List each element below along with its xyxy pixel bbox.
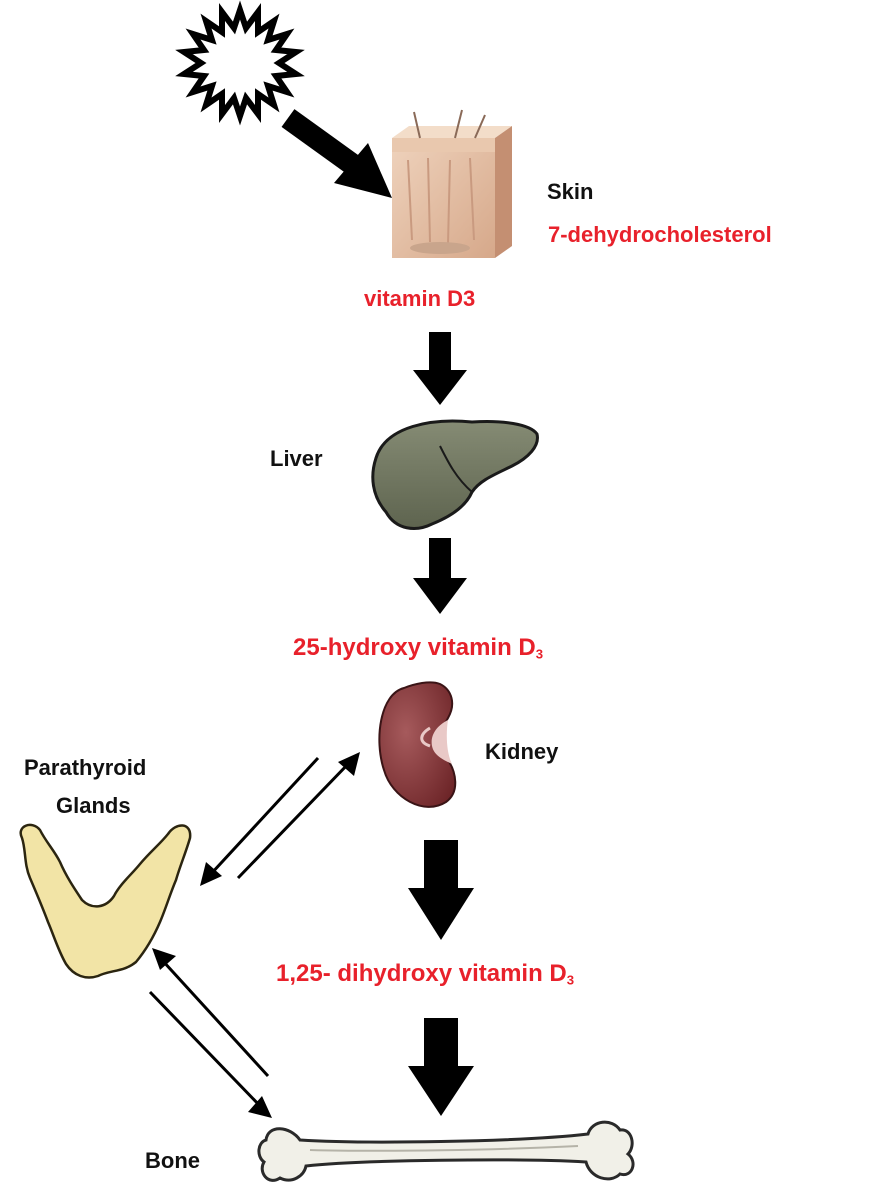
parathyroid-label-line2: Glands	[56, 795, 131, 817]
skin-label: Skin	[547, 181, 593, 203]
liver-label: Liver	[270, 448, 323, 470]
dihydroxy-vitamin-label: 1,25- dihydroxy vitamin D3	[276, 962, 574, 987]
kidney-to-dihydroxy-arrow	[408, 840, 474, 940]
hydroxy-vitamin-label: 25-hydroxy vitamin D3	[293, 636, 543, 661]
hydroxy-subscript: 3	[536, 646, 543, 661]
bone-icon	[259, 1122, 633, 1180]
dihydroxy-to-bone-arrow	[408, 1018, 474, 1116]
sun-icon	[184, 10, 296, 116]
kidney-parathyroid-arrows	[200, 752, 360, 886]
parathyroid-bone-arrows	[150, 948, 272, 1118]
sun-to-skin-arrow	[288, 118, 392, 198]
vitamin-d3-label: vitamin D3	[364, 288, 475, 310]
kidney-icon	[379, 682, 455, 807]
skin-to-liver-arrow	[413, 332, 467, 405]
dihydroxy-prefix: 1,25- dihydroxy vitamin D	[276, 960, 567, 987]
skin-icon	[392, 110, 512, 258]
liver-icon	[373, 421, 538, 528]
liver-to-hydroxy-arrow	[413, 538, 467, 614]
dihydroxy-subscript: 3	[567, 972, 574, 987]
kidney-label: Kidney	[485, 741, 558, 763]
hydroxy-prefix: 25-hydroxy vitamin D	[293, 634, 536, 661]
precursor-label: 7-dehydrocholesterol	[548, 224, 772, 246]
bone-label: Bone	[145, 1150, 200, 1172]
parathyroid-label-line1: Parathyroid	[24, 757, 146, 779]
